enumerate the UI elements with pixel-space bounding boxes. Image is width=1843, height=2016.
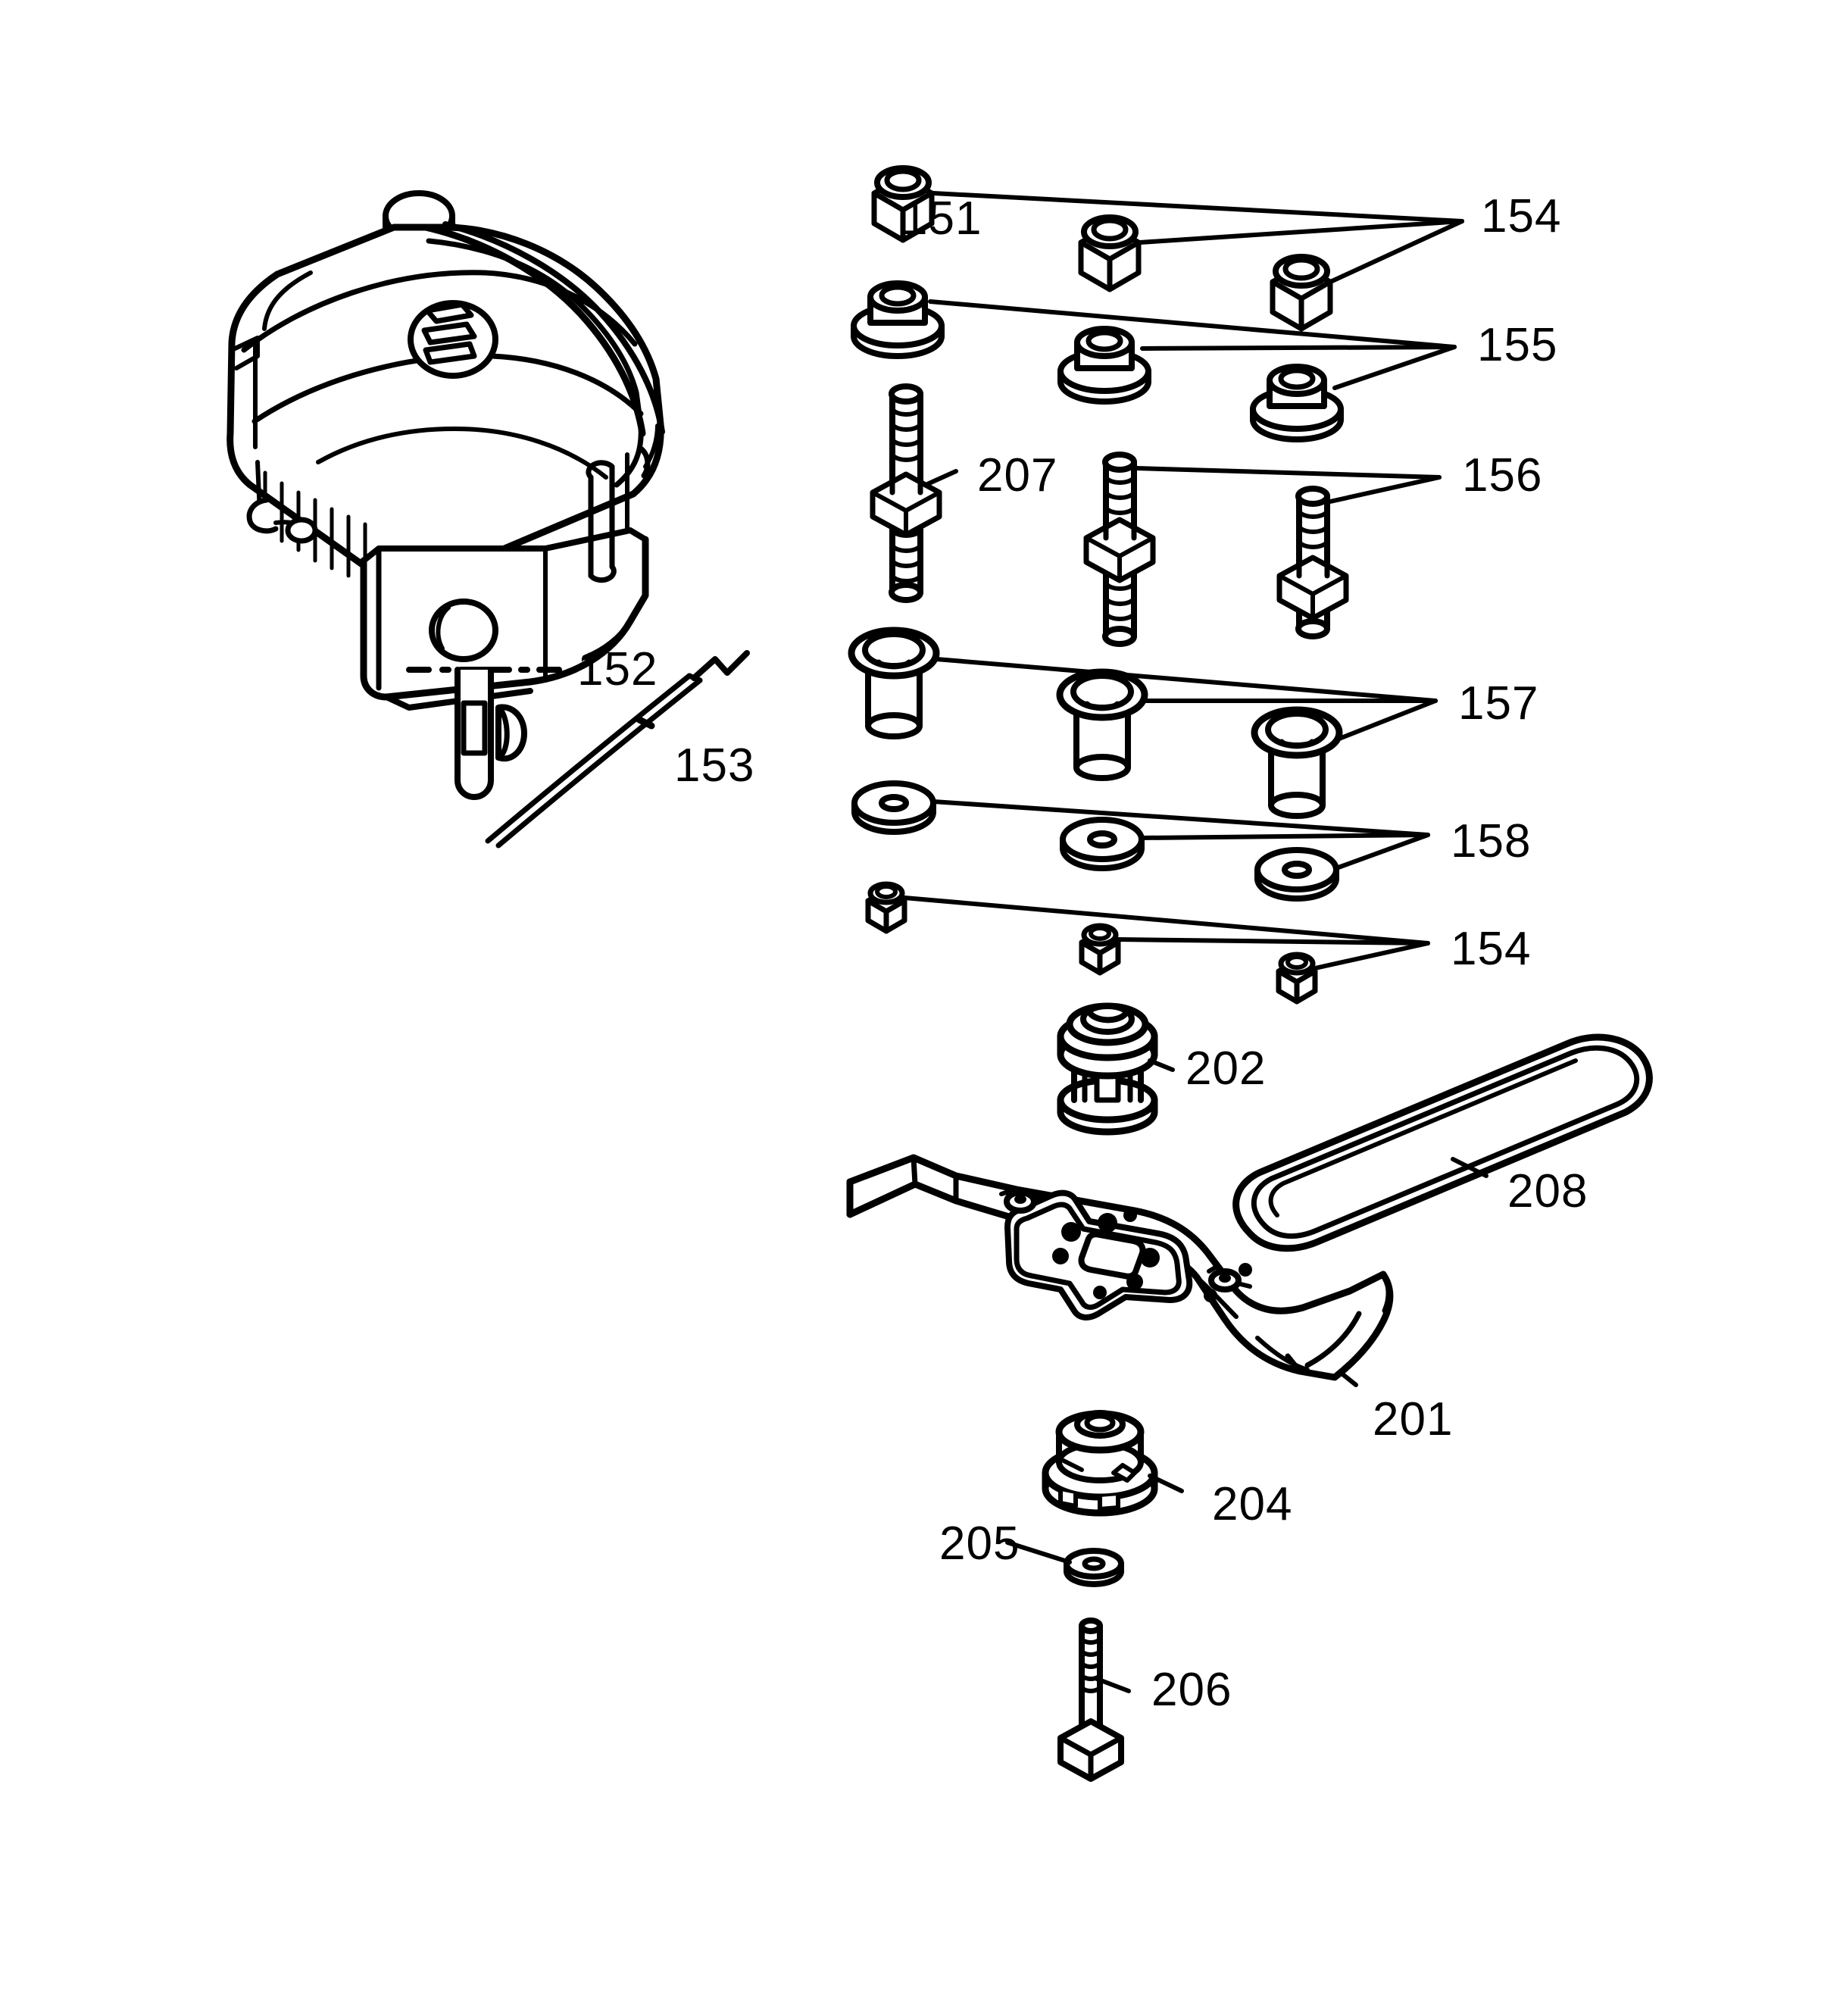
callout-154-upper: 154 xyxy=(1481,190,1562,242)
callout-158: 158 xyxy=(1451,815,1532,867)
flat-washer-group-drawing xyxy=(854,783,1336,899)
dipstick-drawing xyxy=(485,650,750,849)
callout-153: 153 xyxy=(674,739,755,792)
engine-assembly-drawing xyxy=(226,190,665,711)
stud-bolt-long-drawing xyxy=(870,383,942,603)
callout-154-lower: 154 xyxy=(1451,923,1532,975)
blade-washer-drawing xyxy=(1064,1548,1124,1587)
callout-155: 155 xyxy=(1477,319,1558,371)
stud-bolt-right-drawing xyxy=(1276,486,1349,639)
blade-bolt-drawing xyxy=(1057,1617,1124,1782)
callout-205: 205 xyxy=(939,1517,1020,1570)
callout-152: 152 xyxy=(577,643,658,695)
callout-202: 202 xyxy=(1185,1042,1267,1095)
flange-nut-group-drawing xyxy=(854,283,1341,439)
callout-207: 207 xyxy=(977,449,1058,502)
callout-206: 206 xyxy=(1151,1664,1232,1716)
callout-157: 157 xyxy=(1458,677,1539,730)
mower-blade-drawing xyxy=(846,1154,1394,1381)
drain-plug-washer-drawing xyxy=(406,667,562,800)
stud-bolt-middle-drawing xyxy=(1083,452,1156,647)
callout-208: 208 xyxy=(1507,1165,1588,1217)
idler-pulley-drawing xyxy=(1057,1002,1158,1136)
callout-156: 156 xyxy=(1462,449,1543,502)
callout-201: 201 xyxy=(1373,1393,1454,1446)
blade-adapter-drawing xyxy=(1042,1410,1158,1517)
callout-151: 151 xyxy=(901,192,982,245)
callout-204: 204 xyxy=(1212,1478,1293,1530)
drive-belt-drawing xyxy=(1232,1033,1653,1252)
stud-bolt-group-drawing xyxy=(870,383,1349,647)
